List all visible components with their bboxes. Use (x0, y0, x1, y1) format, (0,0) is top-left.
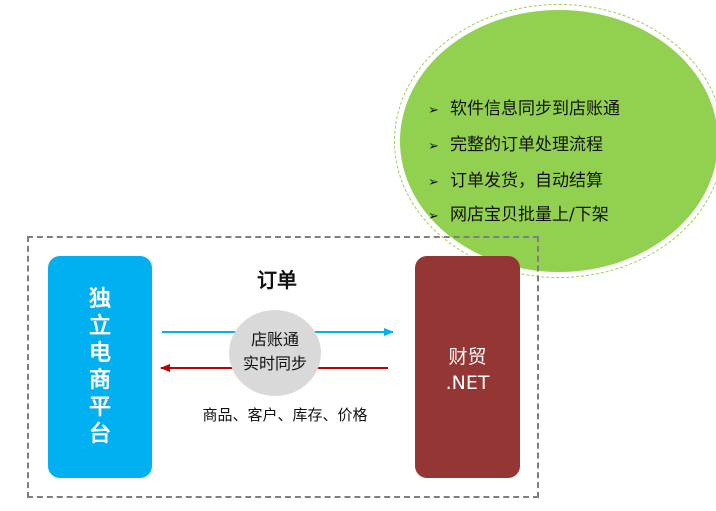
arrow-bullet-icon: ➢ (428, 103, 439, 118)
platform-char: 电 (88, 341, 111, 366)
finance-name: 财贸 (448, 346, 487, 368)
sync-hub-label: 店账通 实时同步 (229, 328, 321, 376)
finance-product: .NET (445, 372, 490, 394)
finance-system-label: 财贸 .NET (415, 344, 520, 396)
platform-char: 平 (88, 395, 111, 420)
platform-char: 商 (88, 368, 111, 393)
feature-text: 完整的订单处理流程 (450, 135, 603, 155)
arrow-bullet-icon: ➢ (428, 139, 439, 154)
sync-hub-subtitle: 实时同步 (242, 354, 307, 373)
feature-text: 订单发货，自动结算 (450, 171, 603, 191)
feature-item: ➢ 软件信息同步到店账通 (428, 96, 620, 122)
system-boundary-frame (27, 236, 539, 498)
platform-char: 台 (88, 422, 111, 447)
feature-item: ➢ 完整的订单处理流程 (428, 132, 603, 158)
arrow-bullet-icon: ➢ (428, 175, 439, 190)
sync-items-label: 商品、客户、库存、价格 (202, 406, 368, 424)
finance-system-box: 财贸 .NET (415, 256, 520, 478)
highlight-ellipse-outline (394, 4, 716, 278)
sync-hub-circle: 店账通 实时同步 (229, 310, 321, 396)
arrow-bullet-icon: ➢ (428, 209, 439, 224)
feature-item: ➢ 订单发货，自动结算 (428, 168, 603, 194)
platform-char: 立 (88, 314, 111, 339)
ecommerce-platform-label: 独 立 电 商 平 台 (48, 286, 152, 448)
order-label: 订单 (257, 268, 297, 292)
sync-hub-name: 店账通 (250, 330, 299, 349)
ecommerce-platform-box: 独 立 电 商 平 台 (48, 256, 152, 478)
highlight-ellipse (400, 10, 716, 272)
feature-item: ➢ 网店宝贝批量上/下架 (428, 202, 609, 228)
feature-text: 网店宝贝批量上/下架 (450, 205, 609, 225)
platform-char: 独 (88, 287, 111, 312)
feature-text: 软件信息同步到店账通 (450, 99, 620, 119)
